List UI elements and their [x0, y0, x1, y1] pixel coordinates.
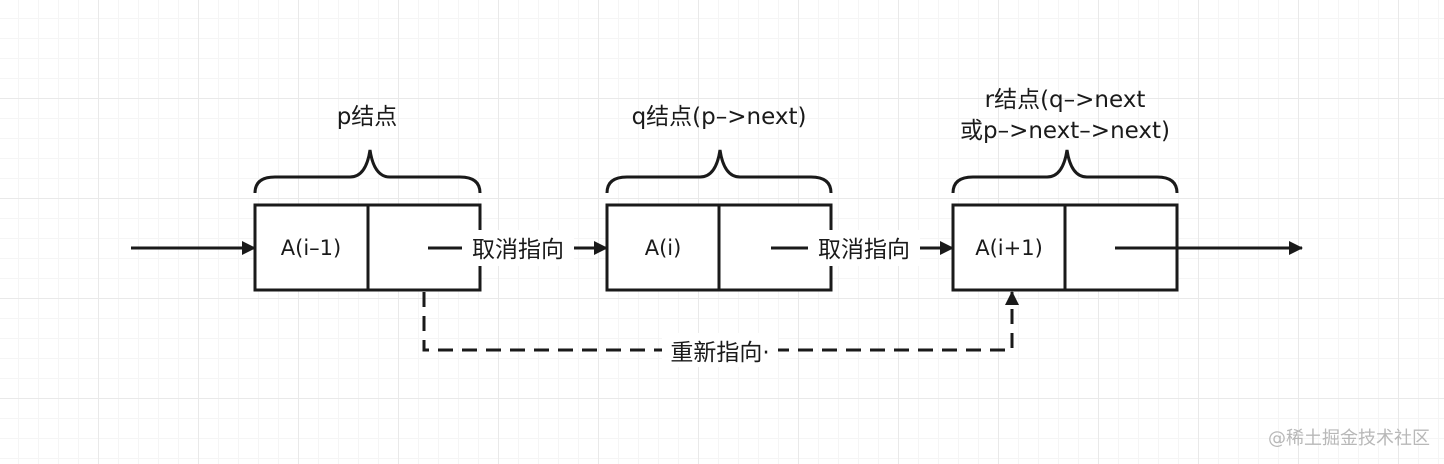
node-r-cell: A(i+1) [975, 236, 1043, 260]
node-p: p结点 A(i–1) [253, 104, 482, 292]
brace-q [605, 149, 833, 194]
node-r-header-line2: 或p–>next–>next) [960, 118, 1170, 144]
edge-p-to-r-label: 重新指向· [670, 340, 769, 366]
edge-p-to-q-label-bg [462, 230, 574, 266]
node-r-header-line1: r结点(q–>next [985, 87, 1146, 113]
node-q-header: q结点(p–>next) [632, 104, 807, 130]
brace-r [951, 149, 1179, 194]
edge-p-to-r-label-bg [662, 333, 778, 367]
node-r: r结点(q–>next 或p–>next–>next) A(i+1) [951, 87, 1179, 292]
node-p-cell: A(i–1) [281, 236, 341, 260]
edge-p-to-r: 重新指向· [422, 291, 1019, 367]
node-p-header: p结点 [337, 104, 398, 130]
edge-q-to-r-label: 取消指向 [818, 237, 910, 263]
edge-p-to-r-dashed-path [422, 291, 1019, 352]
node-q-cell: A(i) [645, 236, 682, 260]
edge-q-to-r-label-bg [808, 230, 920, 266]
node-q: q结点(p–>next) A(i) [605, 104, 833, 292]
watermark: @稀土掘金技术社区 [1268, 428, 1430, 449]
edge-p-to-q: 取消指向 [428, 230, 608, 266]
edge-q-to-r: 取消指向 [771, 230, 954, 266]
brace-p [253, 149, 482, 194]
edge-p-to-q-label: 取消指向 [472, 237, 564, 263]
